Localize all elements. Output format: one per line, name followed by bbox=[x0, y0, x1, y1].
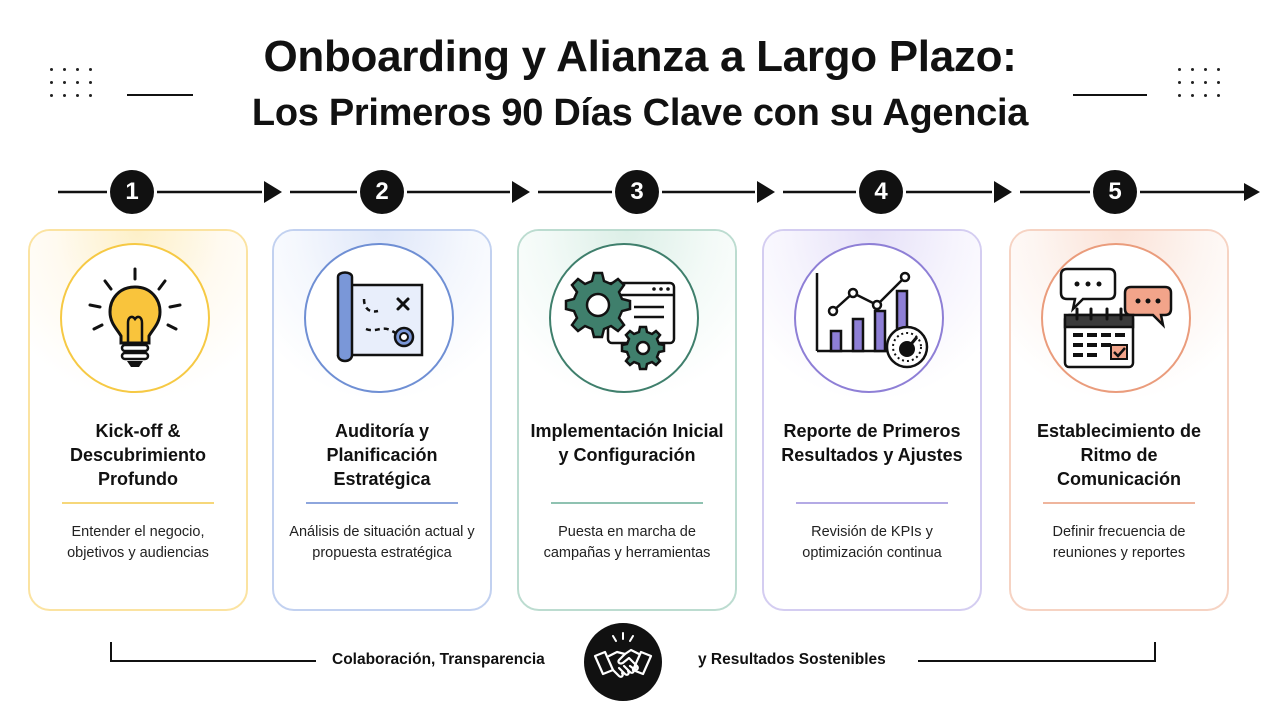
step-number-5: 5 bbox=[1093, 170, 1137, 214]
step-description-5: Definir frecuencia de reuniones y report… bbox=[1052, 524, 1186, 561]
step-number-1: 1 bbox=[110, 170, 154, 214]
step-card-5: Establecimiento de Ritmo de Comunicación… bbox=[1009, 229, 1229, 611]
step-description-3: Puesta en marcha de campañas y herramien… bbox=[543, 524, 711, 561]
decorative-dots-right bbox=[1178, 68, 1220, 97]
decorative-dots-left bbox=[50, 68, 92, 97]
handshake-icon bbox=[584, 623, 662, 701]
growth-chart-icon bbox=[794, 243, 944, 393]
decorative-line-right bbox=[1073, 94, 1147, 96]
step-description-2: Análisis de situación actual y propuesta… bbox=[289, 524, 475, 561]
footer-bracket-right bbox=[918, 642, 1156, 662]
strategy-map-icon bbox=[304, 243, 454, 393]
step-number-4: 4 bbox=[859, 170, 903, 214]
step-title-5: Establecimiento de Ritmo de Comunicación bbox=[1036, 421, 1202, 489]
step-number-2: 2 bbox=[360, 170, 404, 214]
step-separator-3 bbox=[551, 502, 703, 504]
step-title-4: Reporte de Primeros Resultados y Ajustes bbox=[781, 421, 963, 465]
step-title-2: Auditoría y Planificación Estratégica bbox=[326, 421, 438, 489]
step-separator-5 bbox=[1043, 502, 1195, 504]
step-separator-2 bbox=[306, 502, 458, 504]
footer-text-left: Colaboración, Transparencia bbox=[332, 651, 545, 668]
step-description-4: Revisión de KPIs y optimización continua bbox=[802, 524, 942, 561]
step-description-1: Entender el negocio, objetivos y audienc… bbox=[67, 524, 209, 561]
step-number-3: 3 bbox=[615, 170, 659, 214]
step-card-3: Implementación Inicial y Configuración P… bbox=[517, 229, 737, 611]
step-title-3: Implementación Inicial y Configuración bbox=[530, 421, 724, 465]
page-title: Onboarding y Alianza a Largo Plazo: bbox=[263, 32, 1017, 81]
timeline-arrows bbox=[58, 181, 1260, 203]
lightbulb-icon bbox=[60, 243, 210, 393]
step-title-1: Kick-off & Descubrimiento Profundo bbox=[69, 421, 207, 489]
step-separator-4 bbox=[796, 502, 948, 504]
page-subtitle: Los Primeros 90 Días Clave con su Agenci… bbox=[251, 92, 1029, 134]
step-card-4: Reporte de Primeros Resultados y Ajustes… bbox=[762, 229, 982, 611]
gears-browser-icon bbox=[549, 243, 699, 393]
decorative-line-left bbox=[127, 94, 193, 96]
step-separator-1 bbox=[62, 502, 214, 504]
calendar-chat-icon bbox=[1041, 243, 1191, 393]
timeline: 1 2 3 4 5 bbox=[0, 170, 1280, 216]
step-card-2: Auditoría y Planificación Estratégica An… bbox=[272, 229, 492, 611]
footer-text-right: y Resultados Sostenibles bbox=[698, 651, 886, 668]
step-card-1: Kick-off & Descubrimiento Profundo Enten… bbox=[28, 229, 248, 611]
footer-bracket-left bbox=[110, 642, 316, 662]
